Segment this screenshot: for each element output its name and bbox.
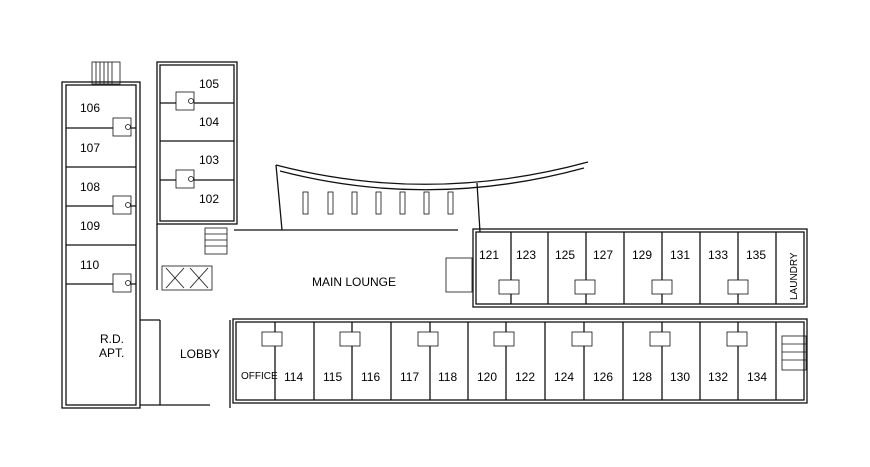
lounge-walls bbox=[234, 161, 589, 233]
rd-apt-label-line2: APT. bbox=[99, 346, 124, 360]
room-122: 122 bbox=[515, 370, 535, 384]
laundry-label: LAUNDRY bbox=[789, 252, 800, 300]
room-135: 135 bbox=[746, 248, 766, 262]
room-121: 121 bbox=[479, 248, 499, 262]
rd-apt-label-line1: R.D. bbox=[100, 332, 124, 346]
room-116: 116 bbox=[361, 370, 380, 384]
room-120: 120 bbox=[477, 370, 497, 384]
room-105: 105 bbox=[199, 77, 219, 91]
room-115: 115 bbox=[323, 370, 342, 384]
room-104: 104 bbox=[199, 115, 219, 129]
room-118: 118 bbox=[438, 370, 457, 384]
room-labels: 105 104 103 102 106 107 108 109 110 121 … bbox=[80, 77, 767, 384]
room-110: 110 bbox=[80, 258, 99, 272]
room-127: 127 bbox=[593, 248, 613, 262]
room-129: 129 bbox=[632, 248, 652, 262]
room-114: 114 bbox=[284, 370, 303, 384]
office-label: OFFICE bbox=[241, 371, 278, 382]
room-117: 117 bbox=[400, 370, 419, 384]
room-123: 123 bbox=[516, 248, 536, 262]
room-130: 130 bbox=[670, 370, 690, 384]
room-108: 108 bbox=[80, 180, 100, 194]
lobby-label: LOBBY bbox=[180, 347, 220, 361]
room-132: 132 bbox=[708, 370, 728, 384]
west-bathrooms bbox=[112, 91, 195, 293]
west-wing-walls bbox=[61, 61, 238, 409]
room-106: 106 bbox=[80, 101, 100, 115]
room-133: 133 bbox=[708, 248, 728, 262]
room-109: 109 bbox=[80, 219, 100, 233]
room-124: 124 bbox=[554, 370, 574, 384]
room-125: 125 bbox=[555, 248, 575, 262]
area-labels: MAIN LOUNGE LOBBY OFFICE R.D. APT. LAUND… bbox=[99, 252, 800, 382]
room-134: 134 bbox=[747, 370, 767, 384]
room-126: 126 bbox=[593, 370, 613, 384]
east-bathrooms bbox=[261, 279, 749, 347]
room-107: 107 bbox=[80, 141, 100, 155]
room-103: 103 bbox=[199, 153, 219, 167]
room-131: 131 bbox=[670, 248, 690, 262]
room-128: 128 bbox=[632, 370, 652, 384]
room-102: 102 bbox=[199, 192, 219, 206]
main-lounge-label: MAIN LOUNGE bbox=[312, 275, 396, 289]
